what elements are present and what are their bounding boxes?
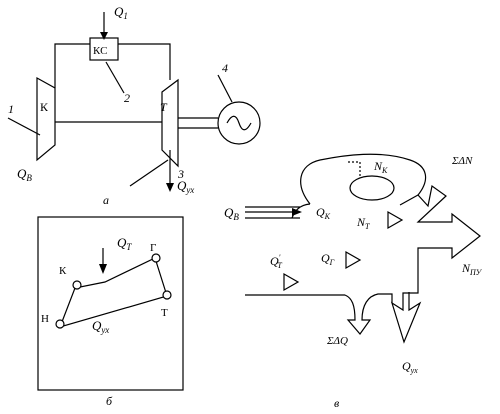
- label-npu: NПУ: [461, 261, 483, 277]
- point-h: [55, 319, 65, 329]
- point-g: [151, 253, 161, 263]
- leader-4: [217, 74, 233, 103]
- label-num-4: 4: [222, 61, 228, 75]
- gas-pipe: [118, 43, 171, 80]
- leader-1: [7, 117, 41, 136]
- inlet-arrowhead: [292, 208, 302, 216]
- label-qv-v: QВ: [224, 205, 239, 222]
- generator-sine: [226, 115, 252, 131]
- compressor-shape: [36, 76, 56, 162]
- label-qg: QГ: [321, 251, 335, 267]
- label-sum-dq: ΣΔQ: [326, 335, 348, 347]
- loss-q-branch: [344, 293, 393, 335]
- label-qux-b: Qух: [92, 318, 109, 335]
- flow-body-outline: [300, 153, 481, 344]
- air-pipe: [54, 43, 90, 88]
- heat-in-arrowhead: [99, 264, 107, 274]
- label-num-3: 3: [177, 167, 184, 181]
- exhaust-arrowhead: [166, 183, 174, 192]
- flow-inner-loop: [291, 203, 311, 219]
- turbine-shape: [161, 78, 179, 168]
- label-t-b: Т: [161, 307, 168, 319]
- qg-triangle: [345, 250, 362, 270]
- label-qux-v: Qух: [402, 359, 418, 375]
- compressor-ring: [349, 175, 395, 201]
- label-qux-a: Qух: [177, 178, 194, 195]
- label-nt: NТ: [356, 215, 370, 231]
- diagram-v: [245, 153, 481, 344]
- label-k-compressor: К: [40, 100, 49, 114]
- leader-2: [105, 61, 125, 94]
- label-kc: КС: [93, 45, 107, 57]
- label-qk: QК: [316, 205, 331, 221]
- caption-a: а: [103, 193, 109, 207]
- generator-circle: [217, 101, 261, 145]
- diagram-a: [7, 12, 261, 187]
- caption-b: б: [106, 394, 113, 408]
- label-q1: Q1: [114, 4, 128, 21]
- label-num-1: 1: [8, 102, 14, 116]
- label-sum-dn: ΣΔN: [451, 155, 473, 167]
- point-t: [162, 290, 172, 300]
- cycle-loop: [59, 257, 168, 328]
- label-nk: NК: [373, 159, 388, 175]
- label-qv-a: QВ: [17, 166, 32, 183]
- label-n: Н: [41, 313, 49, 325]
- sum-dn-arrow-line: [399, 194, 419, 206]
- point-k: [72, 280, 82, 290]
- cycle-frame: [37, 216, 184, 391]
- qt-triangle: [283, 272, 300, 292]
- label-k-b: К: [59, 265, 67, 277]
- label-qt-b: QТ: [117, 235, 132, 252]
- fuel-arrowhead: [100, 32, 108, 40]
- label-qt-prime: Q'Т: [270, 253, 282, 270]
- diagram-b: [37, 216, 184, 391]
- label-t-turbine: Т: [160, 100, 168, 114]
- nt-triangle: [387, 210, 404, 230]
- label-g: Г: [150, 242, 156, 254]
- caption-v: в: [334, 396, 339, 410]
- label-num-2: 2: [124, 91, 130, 105]
- leader-3: [129, 159, 169, 187]
